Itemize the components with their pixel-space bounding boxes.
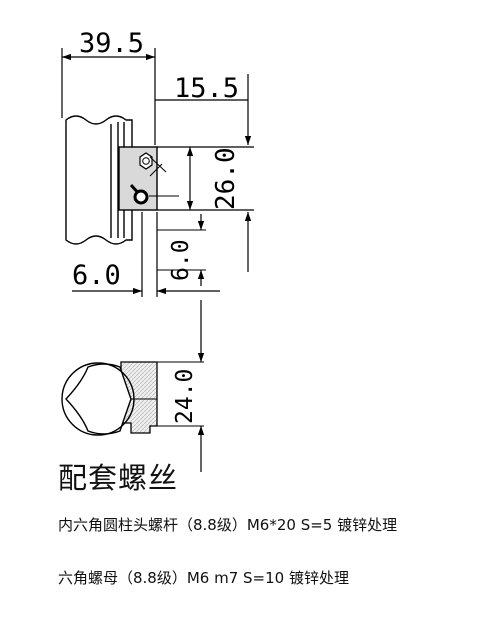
dimension-6-0-vertical-label: 6.0 [168,239,194,281]
hex-nut-icon [139,152,153,170]
clamp-block-side-view [118,146,179,211]
dimension-24-0: 24.0 [157,300,205,472]
dimension-6-0-vertical: 6.0 [157,214,206,286]
dimension-26-0-label: 26.0 [211,147,241,210]
nut-spec-text: 六角螺母（8.8级）M6 m7 S=10 镀锌处理 [58,569,349,587]
bolt-spec-text: 内六角圆柱头螺杆（8.8级）M6*20 S=5 镀锌处理 [58,516,398,534]
dimension-15-5-label: 15.5 [174,73,239,104]
dimension-24-0-label: 24.0 [172,369,198,424]
dimension-6-0-horizontal: 6.0 [72,260,220,295]
dimension-39-5-label: 39.5 [79,28,144,59]
dimension-39-5: 39.5 [62,28,155,61]
accessory-screws-title: 配套螺丝 [58,461,179,495]
extension-lines [61,48,254,297]
dimension-26-0: 26.0 [186,147,252,272]
dimension-15-5: 15.5 [155,73,252,145]
dimension-6-0-horizontal-label: 6.0 [72,260,121,291]
bolt-head-icon [129,183,149,205]
tube-top-view [61,361,158,436]
